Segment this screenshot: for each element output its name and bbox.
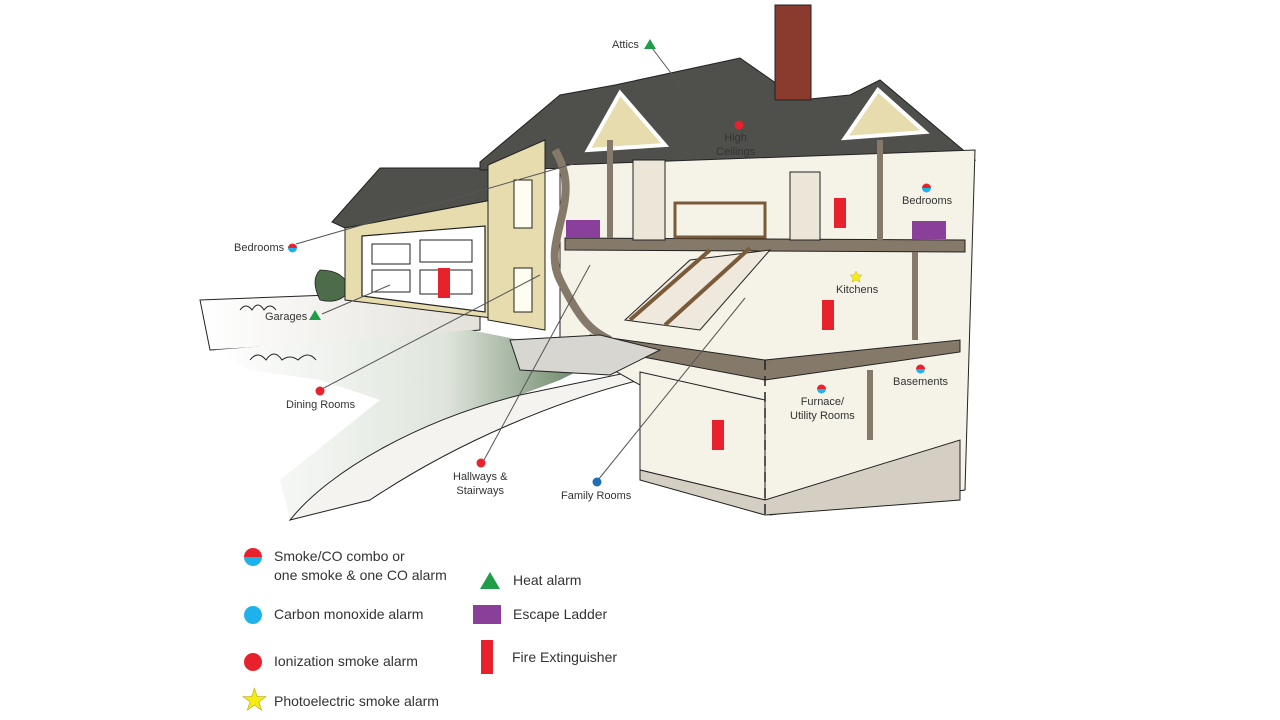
- co-alarm-icon: [244, 605, 262, 624]
- legend-label: Escape Ladder: [513, 606, 608, 622]
- fire-extinguisher-marker: [438, 268, 450, 298]
- legend-label-line2: one smoke & one CO alarm: [274, 567, 447, 583]
- legend-label: Smoke/CO combo or one smoke & one CO ala…: [274, 547, 447, 585]
- callout-high-ceilings: High Ceilings: [716, 131, 755, 159]
- fire-extinguisher-marker: [822, 300, 834, 330]
- callout-high-ceilings-line2: Ceilings: [716, 146, 756, 158]
- smoke-co-combo-icon: [288, 243, 297, 253]
- callout-bedrooms-right: Bedrooms: [902, 195, 953, 207]
- ionization-alarm-icon: [244, 652, 262, 671]
- heat-alarm-icon: [644, 39, 656, 49]
- legend-label: Ionization smoke alarm: [274, 653, 418, 669]
- callout-family-rooms: Family Rooms: [561, 490, 632, 502]
- photoelectric-alarm-icon: [849, 270, 863, 283]
- device-markers: [288, 39, 931, 487]
- legend-label: Photoelectric smoke alarm: [274, 692, 439, 709]
- legend-item-fire-extinguisher: Fire Extinguisher: [481, 640, 617, 674]
- escape-ladder-icon: [473, 605, 501, 624]
- callout-hallways-line2: Stairways: [456, 485, 505, 497]
- legend-item-smoke-co-combo: Smoke/CO combo or one smoke & one CO ala…: [244, 547, 447, 585]
- callout-high-ceilings-line1: High: [724, 132, 747, 144]
- legend-label-line1: Smoke/CO combo or: [274, 548, 405, 564]
- ionization-alarm-icon: [476, 458, 486, 468]
- leader-attics: [651, 47, 681, 86]
- leader-garages: [321, 284, 391, 315]
- callout-hallways-line1: Hallways &: [453, 471, 508, 483]
- heat-alarm-icon: [309, 310, 321, 320]
- legend-label: Fire Extinguisher: [512, 648, 618, 665]
- smoke-co-combo-icon: [817, 384, 826, 394]
- callout-hallways: Hallways & Stairways: [453, 470, 507, 498]
- escape-ladder-marker: [912, 221, 946, 239]
- leader-family-rooms: [597, 297, 746, 481]
- callout-dining-rooms: Dining Rooms: [286, 399, 356, 411]
- fire-extinguisher-icon: [481, 640, 493, 674]
- legend-item-photoelectric-alarm: ★ Photoelectric smoke alarm: [241, 684, 439, 717]
- smoke-co-combo-icon: [244, 548, 262, 566]
- ground: [199, 269, 641, 521]
- smoke-co-combo-icon: [922, 183, 931, 193]
- callout-kitchens: Kitchens: [836, 284, 879, 296]
- callout-furnace-line2: Utility Rooms: [790, 410, 855, 422]
- callout-garages: Garages: [265, 311, 308, 323]
- callout-bedrooms-left: Bedrooms: [234, 242, 285, 254]
- escape-ladder-marker: [566, 220, 600, 238]
- leader-dining-rooms: [319, 274, 541, 391]
- leader-hallways: [483, 264, 591, 461]
- main-house: [479, 4, 977, 516]
- callout-basements: Basements: [893, 376, 949, 388]
- legend-item-co-alarm: Carbon monoxide alarm: [244, 605, 423, 624]
- photoelectric-alarm-icon: ★: [241, 684, 269, 717]
- legend-item-heat-alarm: Heat alarm: [480, 571, 581, 590]
- callout-leaders: [295, 47, 746, 481]
- ionization-alarm-icon: [734, 120, 744, 130]
- legend-label: Heat alarm: [513, 572, 582, 588]
- legend-item-escape-ladder: Escape Ladder: [473, 605, 607, 624]
- leader-bedrooms-left: [295, 161, 581, 245]
- smoke-co-combo-icon: [916, 364, 925, 374]
- callout-furnace-line1: Furnace/: [800, 396, 845, 408]
- heat-alarm-icon: [480, 572, 500, 589]
- legend-item-ionization-alarm: Ionization smoke alarm: [244, 652, 418, 671]
- fire-extinguisher-marker: [834, 198, 846, 228]
- callout-furnace: Furnace/ Utility Rooms: [790, 395, 855, 423]
- co-alarm-icon: [592, 477, 602, 487]
- ionization-alarm-icon: [315, 386, 325, 396]
- callout-attics: Attics: [612, 39, 639, 51]
- fire-extinguisher-marker: [712, 420, 724, 450]
- legend-label: Carbon monoxide alarm: [274, 606, 424, 622]
- placed-items: [438, 198, 946, 450]
